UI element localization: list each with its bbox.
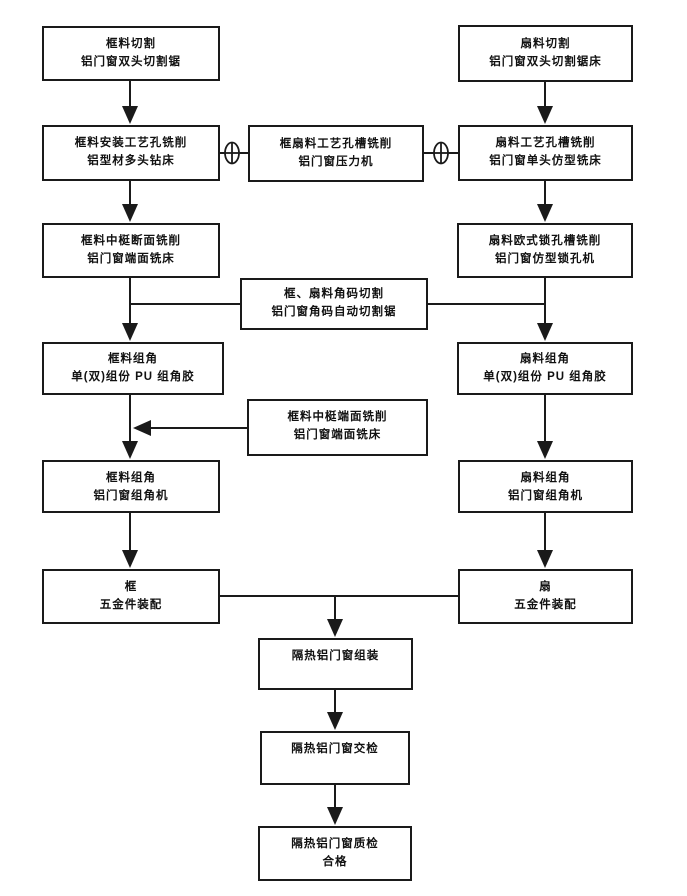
node-label: 框料中梃端面铣削	[287, 411, 388, 423]
node-label: 铝门窗双头切割锯床	[489, 55, 602, 68]
node-frame-corner-machine: 框料组角 铝门窗组角机	[42, 460, 220, 513]
node-sash-slot-milling: 扇料工艺孔槽铣削 铝门窗单头仿型铣床	[458, 125, 633, 181]
node-label: 扇料组角	[520, 472, 571, 484]
node-frame-mullion-section-milling: 框料中梃断面铣削 铝门窗端面铣床	[42, 223, 220, 278]
node-label: 框、扇料角码切割	[284, 288, 384, 301]
node-sash-cutting: 扇料切割 铝门窗双头切割锯床	[458, 25, 633, 82]
node-corner-key-cutting: 框、扇料角码切割 铝门窗角码自动切割锯	[240, 278, 428, 330]
node-sash-corner-glue: 扇料组角 单(双)组份 PU 组角胶	[457, 342, 633, 395]
node-label: 铝门窗组角机	[93, 489, 169, 502]
node-label: 框料切割	[106, 37, 156, 50]
node-window-inspection: 隔热铝门窗交检	[260, 731, 410, 785]
node-sash-lock-milling: 扇料欧式锁孔槽铣削 铝门窗仿型锁孔机	[457, 223, 633, 278]
node-frame-sash-slot-milling: 框扇料工艺孔槽铣削 铝门窗压力机	[248, 125, 424, 182]
connector-joint-icon	[433, 141, 449, 165]
node-label: 扇料组角	[520, 352, 570, 365]
node-label: 铝门窗单头仿型铣床	[489, 155, 602, 167]
node-label: 隔热铝门窗组装	[291, 650, 380, 662]
node-label: 铝门窗角码自动切割锯	[271, 306, 397, 318]
node-label: 扇料欧式锁孔槽铣削	[488, 234, 602, 247]
node-label: 铝型材多头钻床	[87, 155, 175, 167]
connector-joint-icon	[224, 141, 240, 165]
node-frame-hardware-assembly: 框 五金件装配	[42, 569, 220, 624]
node-label: 铝门窗仿型锁孔机	[495, 252, 595, 265]
node-window-assembly: 隔热铝门窗组装	[258, 638, 413, 690]
node-label: 框料组角	[106, 472, 156, 484]
node-frame-hole-milling: 框料安装工艺孔铣削 铝型材多头钻床	[42, 125, 220, 181]
node-label: 铝门窗压力机	[298, 155, 374, 168]
node-label: 框料中梃断面铣削	[81, 234, 181, 247]
node-label: 扇	[539, 580, 552, 593]
node-label: 单(双)组份 PU 组角胶	[71, 370, 195, 383]
node-label: 框	[124, 580, 138, 593]
node-label: 扇料工艺孔槽铣削	[495, 137, 596, 150]
node-label: 合格	[322, 855, 348, 868]
node-label: 铝门窗端面铣床	[293, 428, 382, 441]
node-label: 扇料切割	[520, 37, 571, 50]
node-label: 五金件装配	[99, 598, 163, 611]
node-label: 五金件装配	[514, 598, 577, 611]
node-sash-hardware-assembly: 扇 五金件装配	[458, 569, 633, 624]
node-sash-corner-machine: 扇料组角 铝门窗组角机	[458, 460, 633, 513]
node-frame-cutting: 框料切割 铝门窗双头切割锯	[42, 26, 220, 81]
node-frame-mullion-end-milling: 框料中梃端面铣削 铝门窗端面铣床	[247, 399, 428, 456]
node-frame-corner-glue: 框料组角 单(双)组份 PU 组角胶	[42, 342, 224, 395]
node-window-quality-check: 隔热铝门窗质检 合格	[258, 826, 412, 881]
node-label: 铝门窗端面铣床	[87, 252, 175, 265]
node-label: 框料组角	[108, 352, 158, 365]
node-label: 铝门窗组角机	[508, 489, 583, 502]
node-label: 框料安装工艺孔铣削	[74, 137, 188, 150]
node-label: 铝门窗双头切割锯	[81, 55, 181, 68]
node-label: 单(双)组份 PU 组角胶	[483, 370, 607, 383]
node-label: 隔热铝门窗质检	[291, 837, 379, 850]
node-label: 框扇料工艺孔槽铣削	[279, 137, 393, 150]
node-label: 隔热铝门窗交检	[291, 743, 379, 755]
